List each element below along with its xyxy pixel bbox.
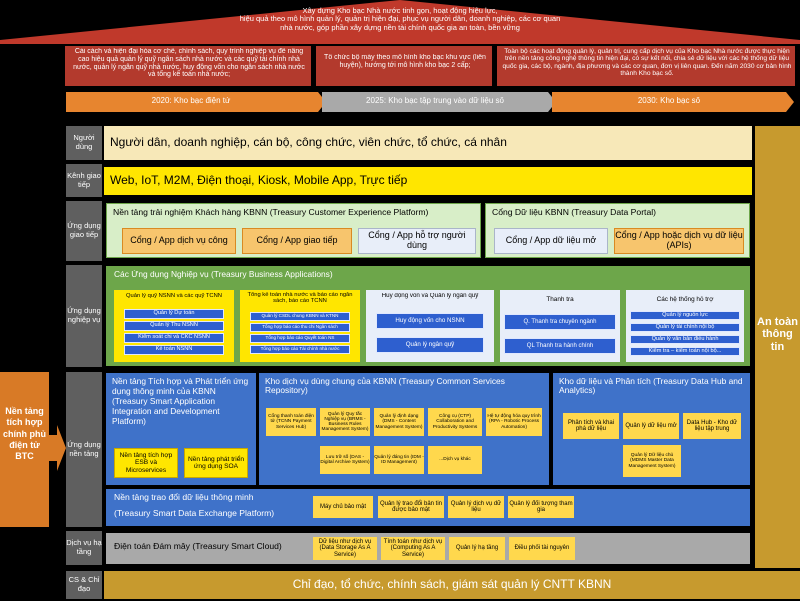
state-accounting-item-settlement[interactable]: Tổng hợp báo cáo Quyết toán NS xyxy=(250,334,350,343)
row-label-business: Ứng dụng nghiệp vụ xyxy=(66,265,102,367)
row-label-governance: CS & Chỉ đạo xyxy=(66,571,102,599)
row-label-comm-apps: Ứng dụng giao tiếp xyxy=(66,201,102,261)
row-label-channels: Kênh giao tiếp xyxy=(66,164,102,197)
channels-bar: Web, IoT, M2M, Điện thoại, Kiosk, Mobile… xyxy=(104,167,752,195)
treasury-funds-item-capital[interactable]: Huy động vốn cho NSNN xyxy=(376,313,484,329)
roadmap-2025: 2025: Kho bạc tập trung vào dữ liệu số xyxy=(366,97,504,105)
data-hub-item-mdms[interactable]: Quản lý Dữ liệu chủ (MDMS Master Data Ma… xyxy=(623,445,681,477)
cloud-item-resource-orchestration[interactable]: Điều phối tài nguyên xyxy=(509,537,575,560)
data-portal-apis[interactable]: Cổng / App hoặc dịch vụ dữ liệu (APIs) xyxy=(614,228,744,254)
data-hub-item-open-data[interactable]: Quản lý dữ liệu mở xyxy=(623,413,679,439)
row-label-infra: Dịch vụ hạ tầng xyxy=(66,531,102,565)
support-item-internal-finance[interactable]: Quản lý tài chính nội bộ xyxy=(630,323,740,332)
vision-title: Xây dựng Kho bạc Nhà nước tinh gọn, hoạt… xyxy=(239,7,561,32)
cloud-item-storage[interactable]: Dữ liệu như dịch vụ (Data Storage As A S… xyxy=(313,537,377,560)
state-accounting-item-database[interactable]: Quản lý CSDL chung KBNN và KTNN xyxy=(250,312,350,321)
state-accounting-item-finance-report[interactable]: Tổng hợp báo cáo Tài chính nhà nước xyxy=(250,345,350,354)
roadmap-2020: 2020: Kho bạc điện tử xyxy=(151,97,231,105)
row-label-platform: Ứng dụng nền tảng xyxy=(66,372,102,527)
common-item-ctp[interactable]: Công cụ (CTP) Collaboration and Producti… xyxy=(428,408,482,436)
common-item-brms[interactable]: Quản lý Quy tắc Nghiệp vụ (BRMS - Busine… xyxy=(320,408,370,436)
common-item-rpa[interactable]: Hệ tự động hóa quy trình (RPA - Robotic … xyxy=(486,408,542,436)
egov-arrow-icon xyxy=(49,425,66,471)
vision-roof xyxy=(0,0,800,44)
goal-2: Tổ chức bộ máy theo mô hình kho bạc khu … xyxy=(315,45,493,87)
budget-item-revenue[interactable]: Quản lý Thu NSNN xyxy=(124,321,224,331)
common-item-payment-hub[interactable]: Cổng thanh toán điện tử (TCNN Payment Se… xyxy=(266,408,316,436)
treasury-funds-item-management[interactable]: Quản lý ngân quỹ xyxy=(376,337,484,353)
support-item-audit[interactable]: Kiểm tra – kiểm toán nội bộ... xyxy=(630,347,740,356)
common-item-dms[interactable]: Quản lý định dạng (DMS - Content Managem… xyxy=(374,408,424,436)
integration-item-soa[interactable]: Nền tảng phát triển ứng dụng SOA xyxy=(184,448,248,478)
exchange-item-security-server[interactable]: Máy chủ bảo mật xyxy=(313,496,373,518)
cx-item-public-services[interactable]: Cổng / App dịch vụ công xyxy=(122,228,236,254)
cloud-item-computing[interactable]: Tính toán như dịch vụ (Computing As A Se… xyxy=(381,537,445,560)
exchange-item-secure-messages[interactable]: Quản lý trao đổi bản tin được bảo mật xyxy=(378,496,444,518)
support-item-resources[interactable]: Quản lý nguồn lực xyxy=(630,311,740,320)
common-item-das[interactable]: Lưu trữ số (DAS - Digital Archive System… xyxy=(320,446,370,474)
users-bar: Người dân, doanh nghiệp, cán bộ, công ch… xyxy=(104,126,752,160)
cx-item-user-support[interactable]: Cổng / App hỗ trợ người dùng xyxy=(358,228,476,254)
budget-item-accounting[interactable]: Kế toán NSNN xyxy=(124,345,224,355)
goal-1: Cải cách và hiện đại hóa cơ chế, chính s… xyxy=(64,45,312,87)
common-item-other[interactable]: ...Dịch vụ khác xyxy=(428,446,482,474)
cloud-item-infrastructure[interactable]: Quản lý hạ tầng xyxy=(449,537,505,560)
integration-item-esb[interactable]: Nền tảng tích hợp ESB và Microservices xyxy=(114,448,178,478)
cx-item-communication[interactable]: Cổng / App giao tiếp xyxy=(242,228,352,254)
exchange-item-data-services[interactable]: Quản lý dịch vụ dữ liệu xyxy=(448,496,504,518)
security-column: An toàn thông tin xyxy=(755,126,800,568)
roadmap-2030: 2030: Kho bạc số xyxy=(637,97,701,105)
governance-bar: Chỉ đạo, tổ chức, chính sách, giám sát q… xyxy=(104,571,800,599)
support-item-documents[interactable]: Quản lý văn bản điều hành xyxy=(630,335,740,344)
egov-platform-column: Nền tảng tích hợp chính phủ điện tử BTC xyxy=(0,372,49,527)
data-hub-item-central[interactable]: Data Hub - Kho dữ liệu tập trung xyxy=(683,413,741,439)
inspection-item-administrative[interactable]: QL Thanh tra hành chính xyxy=(504,338,616,354)
data-hub-item-analytics[interactable]: Phân tích và khai phá dữ liệu xyxy=(563,413,619,439)
state-accounting-item-budget-report[interactable]: Tổng hợp báo cáo thu chi Ngân sách xyxy=(250,323,350,332)
roadmap-arrows xyxy=(66,92,794,112)
budget-item-expense-control[interactable]: Kiểm soát chi và CKC NSNN xyxy=(124,333,224,343)
budget-item-estimate[interactable]: Quản lý Dự toán xyxy=(124,309,224,319)
goal-3: Toàn bộ các hoạt động quản lý, quản trị,… xyxy=(496,45,796,87)
common-item-idm[interactable]: Quản lý đáng tin (IDM - ID Management) xyxy=(374,446,424,474)
data-portal-open-data[interactable]: Cổng / App dữ liệu mở xyxy=(494,228,608,254)
exchange-item-participants[interactable]: Quản lý đối tượng tham gia xyxy=(508,496,574,518)
row-label-users: Người dùng xyxy=(66,126,102,160)
inspection-item-specialized[interactable]: Q. Thanh tra chuyên ngành xyxy=(504,314,616,330)
